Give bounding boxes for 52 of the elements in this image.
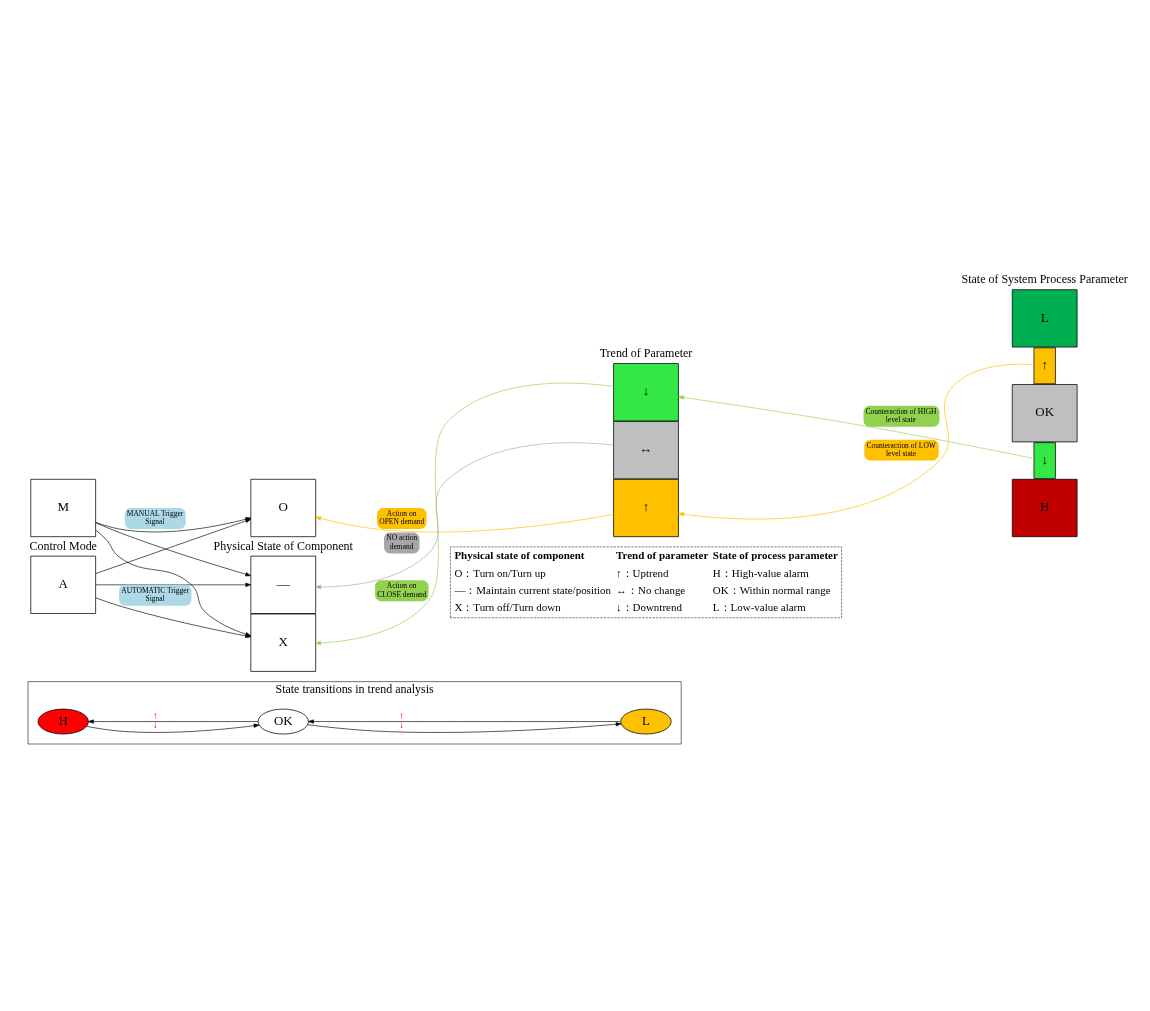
edge-label: AUTOMATIC Trigger Signal xyxy=(121,585,190,604)
node-box: O xyxy=(250,478,317,538)
node-box: H xyxy=(1011,478,1078,538)
node-box: ↓ xyxy=(613,363,679,422)
label: Physical State of Component xyxy=(213,538,353,553)
label: O：Turn on/Turn up xyxy=(454,566,546,579)
node-ellipse: H xyxy=(37,708,89,735)
arrow xyxy=(95,582,252,587)
edge-label: Action on OPEN demand xyxy=(379,508,425,527)
arrow xyxy=(315,514,614,533)
edge-label: ↓ xyxy=(152,719,158,731)
label: —：Maintain current state/position xyxy=(454,583,612,596)
node-box: — xyxy=(250,555,317,614)
node-box: ↑ xyxy=(613,478,679,538)
node-ellipse: OK xyxy=(257,708,309,735)
arrow xyxy=(86,723,260,733)
arrow xyxy=(678,363,1035,520)
label: L：Low-value alarm xyxy=(712,600,806,613)
node-box: ↔ xyxy=(613,421,679,480)
node-ellipse: L xyxy=(620,708,672,735)
label: OK：Within normal range xyxy=(712,583,831,596)
label: Trend of Parameter xyxy=(599,345,693,360)
edge-label: Counteraction of HIGH level state xyxy=(865,406,937,425)
edge-label: NO action demand xyxy=(386,533,418,551)
node-box: L xyxy=(1011,289,1078,348)
label: ↑：Uptrend xyxy=(616,566,669,579)
edge-label: Counteraction of LOW level state xyxy=(866,440,936,459)
edge-label: ↑ xyxy=(152,709,158,721)
label: ↔：No change xyxy=(616,583,686,596)
label: Physical state of component xyxy=(454,549,585,562)
arrow xyxy=(307,722,622,733)
label: Trend of parameter xyxy=(616,549,709,562)
node-box: OK xyxy=(1011,384,1078,443)
edge-label: ↑ xyxy=(399,709,405,721)
label: H：High-value alarm xyxy=(712,566,809,579)
node-box: ↑ xyxy=(1033,347,1056,385)
label: State of process parameter xyxy=(712,549,838,562)
node-box: X xyxy=(250,613,317,672)
arrow xyxy=(315,442,614,590)
edge-label: Action on CLOSE demand xyxy=(377,581,427,599)
arrow xyxy=(88,719,259,724)
arrow xyxy=(315,382,614,646)
arrow xyxy=(308,719,621,724)
edge-label: ↓ xyxy=(399,719,405,731)
node-box: ↓ xyxy=(1033,442,1056,479)
label: X：Turn off/Turn down xyxy=(454,600,561,613)
label: ↓：Downtrend xyxy=(616,600,682,613)
arrow xyxy=(95,517,252,533)
edge-label: MANUAL Trigger Signal xyxy=(126,508,184,527)
node-box: M xyxy=(30,478,96,538)
label: Control Mode xyxy=(29,538,97,553)
node-box: A xyxy=(30,555,96,614)
